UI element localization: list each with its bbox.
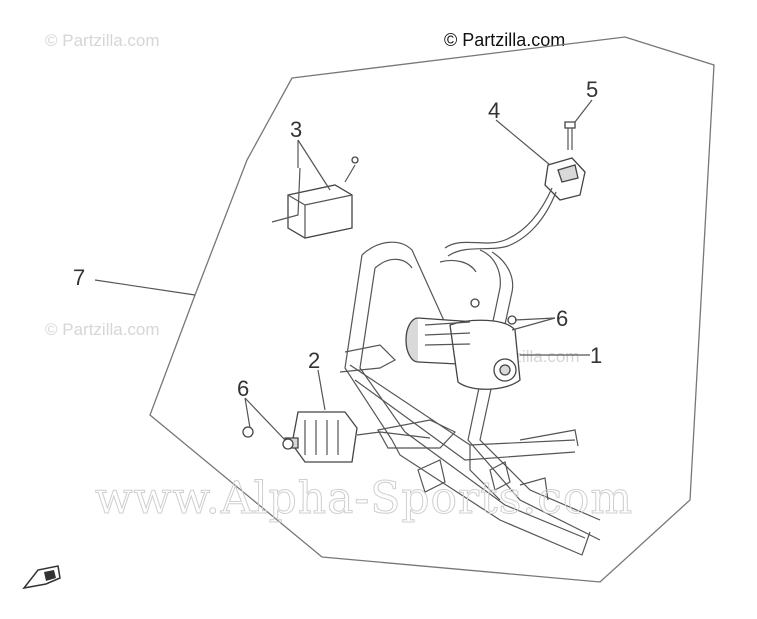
starter-motor [405, 298, 521, 390]
starter-relay [242, 411, 431, 463]
watermark-alpha-sports: www.Alpha-Sports.com [95, 473, 633, 524]
leader-lines [94, 99, 593, 441]
frame-drawing [339, 241, 601, 556]
screw [564, 121, 576, 150]
callout-1: 1 [590, 343, 602, 368]
copyright-text: © Partzilla.com [444, 30, 565, 50]
control-unit [271, 156, 359, 239]
callout-5: 5 [586, 77, 598, 102]
callout-6-lower: 6 [237, 376, 249, 401]
callout-3: 3 [290, 117, 302, 142]
callout-2: 2 [308, 348, 320, 373]
callout-6-upper: 6 [556, 306, 568, 331]
assembly-outline [149, 36, 715, 583]
callout-7: 7 [73, 265, 85, 290]
callout-4: 4 [488, 98, 500, 123]
watermark-top-left: © Partzilla.com [45, 31, 160, 50]
front-direction-arrow-icon [22, 565, 61, 590]
switch-assembly [444, 157, 586, 257]
watermark-mid-left: © Partzilla.com [45, 320, 160, 339]
